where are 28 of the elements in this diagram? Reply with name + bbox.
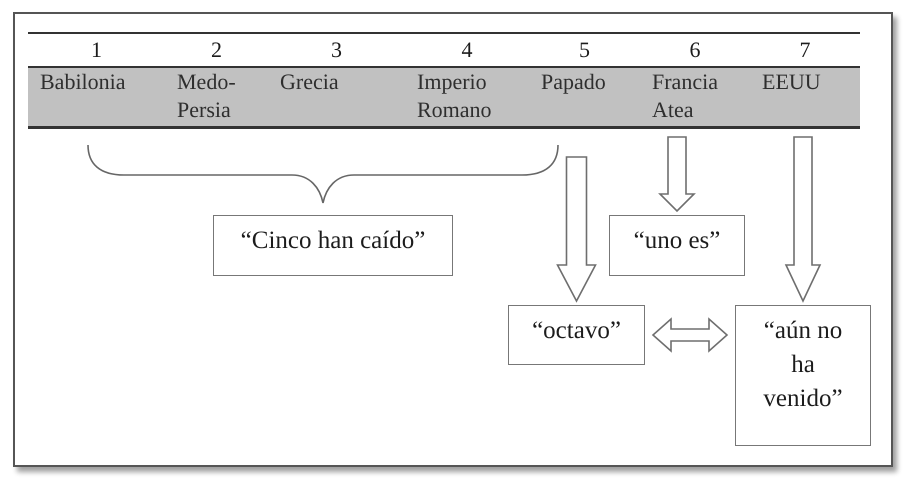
empire-name: Imperio Romano — [417, 68, 493, 124]
block-arrow — [556, 156, 597, 303]
quote-box — [735, 305, 871, 446]
block-arrow — [658, 136, 696, 212]
column-number: 5 — [579, 36, 590, 64]
quote-text: “aún no ha venido” — [762, 316, 844, 414]
quote-text: “uno es” — [634, 226, 720, 256]
column-number: 3 — [331, 36, 342, 64]
quote-box — [508, 305, 645, 365]
empire-name: EEUU — [762, 68, 821, 96]
block-arrow — [784, 136, 822, 303]
empire-name: Francia Atea — [652, 68, 719, 124]
quote-text: “Cinco han caído” — [240, 226, 426, 256]
column-number: 6 — [690, 36, 700, 64]
quote-box — [213, 215, 453, 276]
column-number: 4 — [462, 36, 472, 64]
column-number: 1 — [91, 36, 102, 64]
quote-text: “octavo” — [532, 316, 621, 346]
empire-name: Papado — [541, 68, 606, 96]
table-column — [28, 32, 165, 129]
block-arrow — [652, 317, 728, 353]
table-column — [750, 32, 860, 129]
empire-name: Grecia — [280, 68, 339, 96]
empire-name: Medo-Persia — [177, 68, 237, 124]
column-number: 7 — [800, 36, 810, 64]
quote-box — [609, 215, 745, 276]
column-number: 2 — [211, 36, 222, 64]
empire-name: Babilonia — [40, 68, 126, 96]
